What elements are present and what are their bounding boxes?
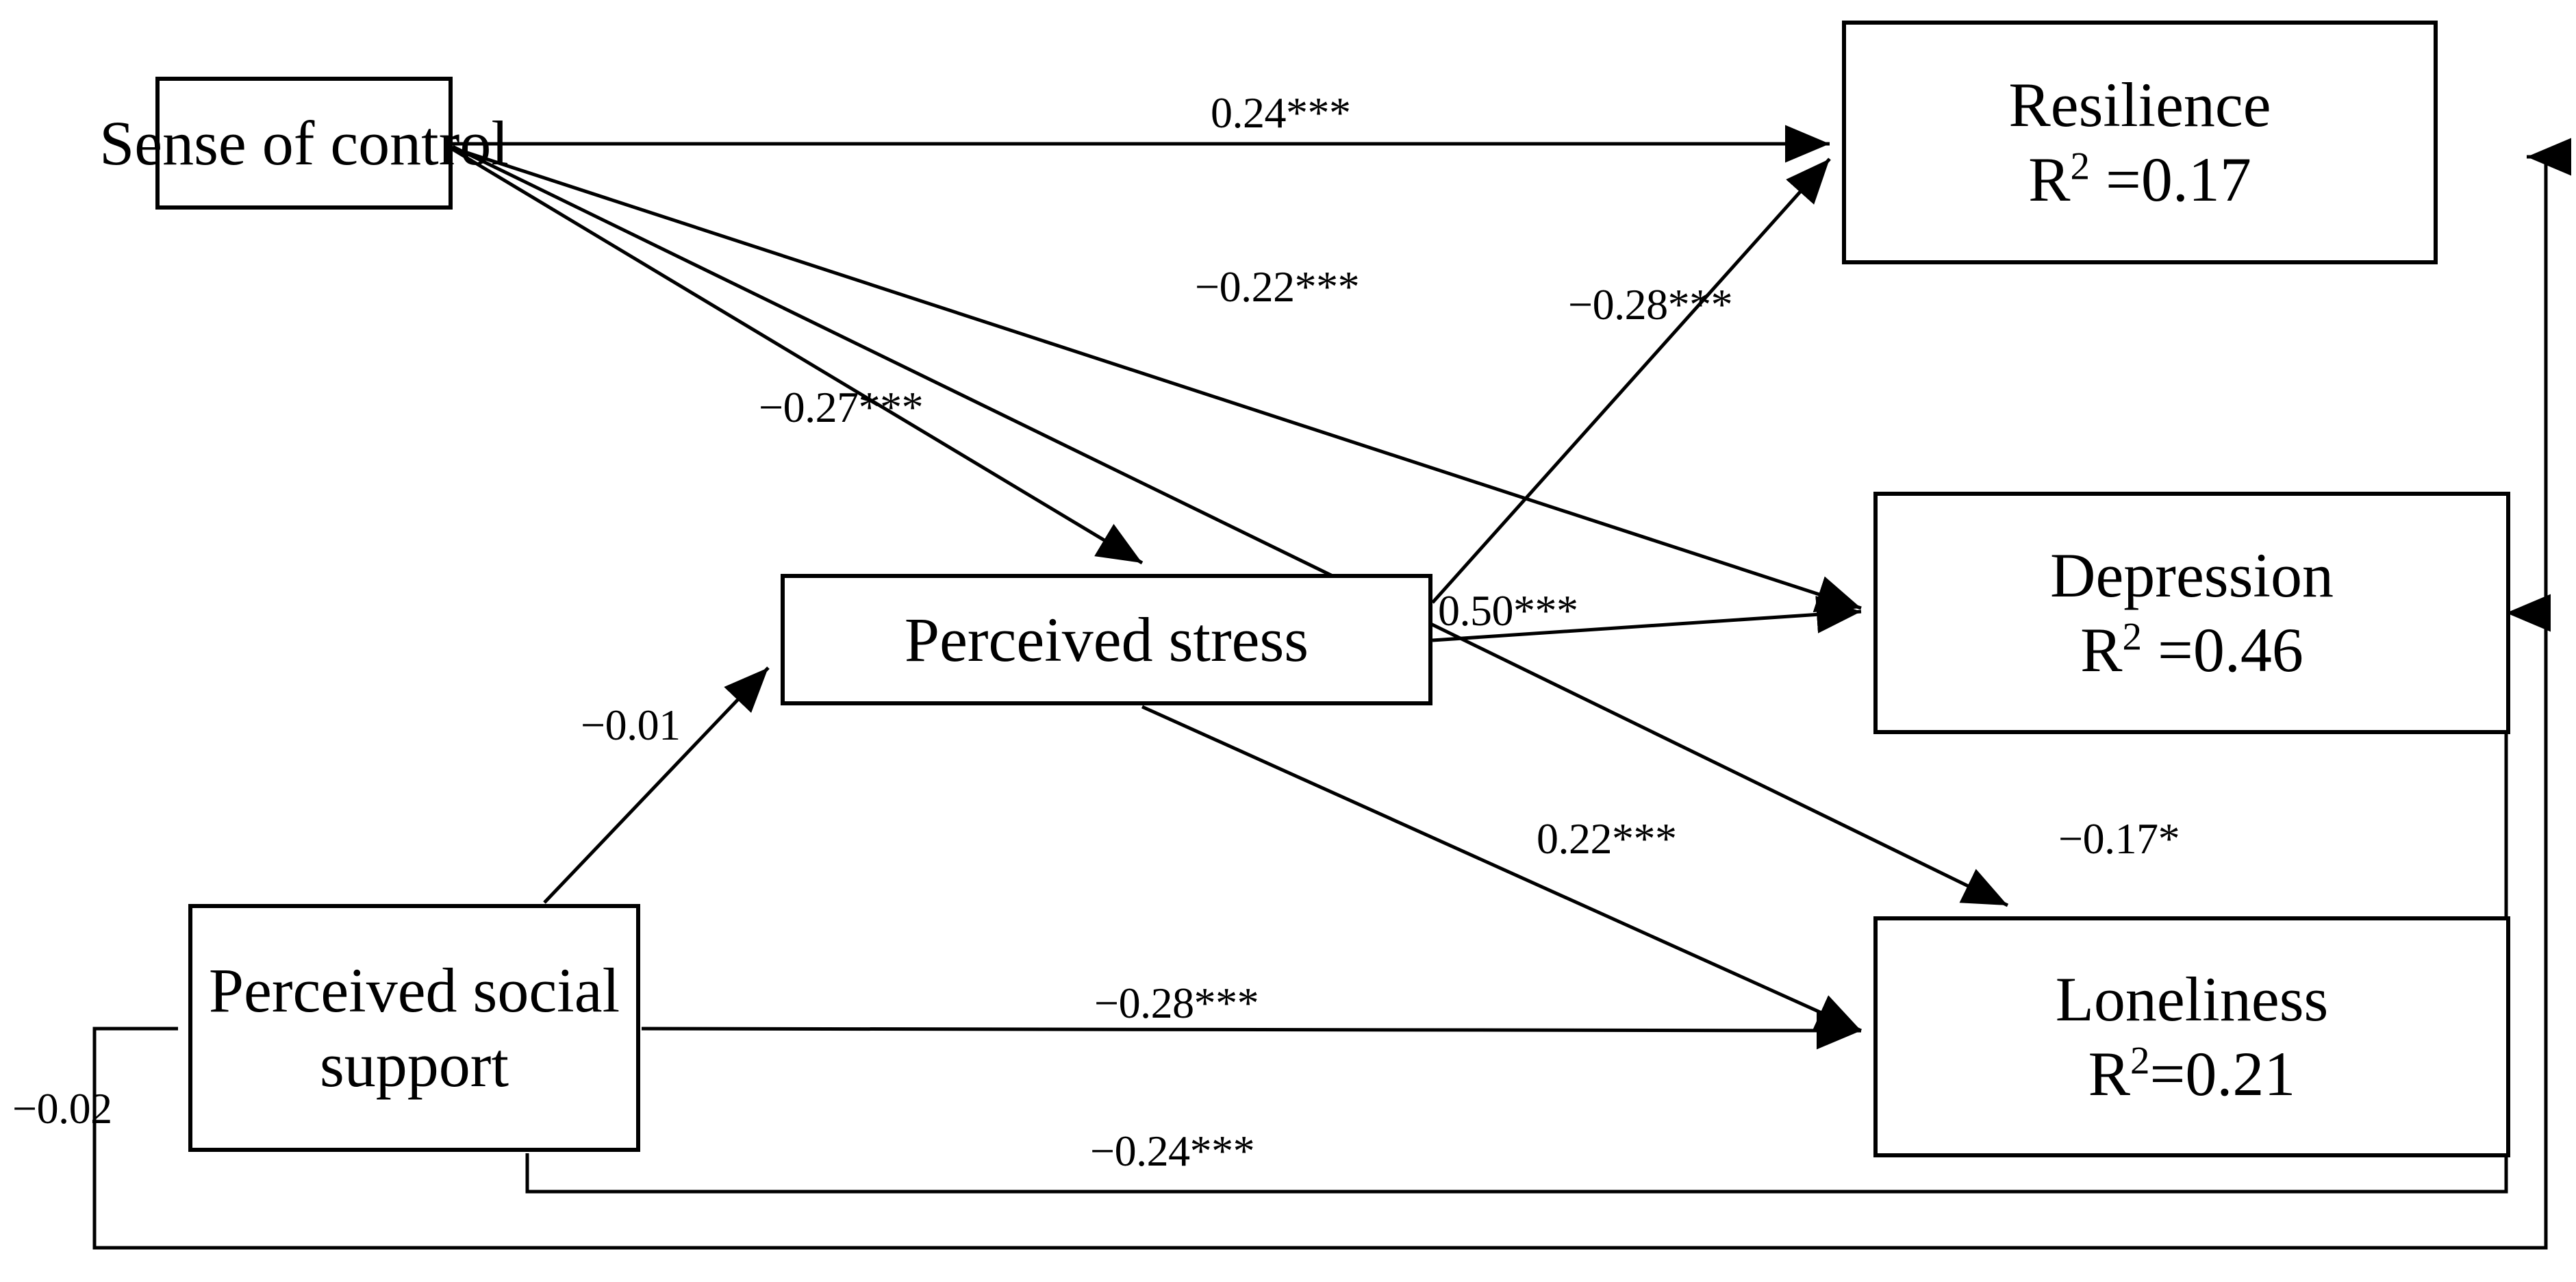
edge-label-stress-depression: 0.50***	[1438, 586, 1578, 635]
edge-label-psoc-resilience: −0.02	[12, 1084, 112, 1133]
edge-label-soc-depression: −0.22***	[1195, 262, 1360, 311]
r-value: =0.17	[2090, 144, 2251, 214]
r-symbol: R	[2080, 615, 2123, 685]
node-label: Perceived stress	[904, 604, 1309, 675]
edge-label-soc-resilience: 0.24***	[1211, 88, 1351, 137]
node-r-squared: R2 =0.46	[2080, 613, 2303, 688]
r-value: =0.46	[2142, 615, 2303, 685]
edge-label-psoc-depression: −0.24***	[1090, 1127, 1255, 1175]
edge-label-psoc-loneliness: −0.28***	[1094, 979, 1259, 1027]
node-label: Sense of control	[99, 108, 509, 178]
node-label: Resilience	[2008, 70, 2271, 140]
node-sense-of-control[interactable]: Sense of control	[99, 77, 509, 210]
r-value: =0.21	[2149, 1039, 2296, 1109]
node-r-squared: R2 =0.17	[2028, 142, 2251, 217]
edge-soc-loneliness	[451, 144, 2009, 907]
edge-soc-stress	[451, 147, 1144, 565]
node-perceived-stress[interactable]: Perceived stress	[781, 574, 1432, 705]
node-depression[interactable]: Depression R2 =0.46	[1873, 492, 2510, 734]
edge-stress-depression	[1432, 595, 1862, 642]
node-loneliness[interactable]: Loneliness R2=0.21	[1873, 916, 2510, 1157]
r-exponent: 2	[2070, 144, 2090, 188]
node-resilience[interactable]: Resilience R2 =0.17	[1842, 21, 2438, 264]
r-symbol: R	[2028, 144, 2071, 214]
r-symbol: R	[2088, 1039, 2130, 1109]
edge-psoc-stress	[543, 666, 770, 904]
edge-stress-loneliness	[1141, 705, 1862, 1033]
node-label-line2: support	[320, 1030, 509, 1100]
node-r-squared: R2=0.21	[2088, 1037, 2296, 1111]
edge-label-stress-resilience: −0.28***	[1568, 280, 1733, 329]
node-label: Depression	[2050, 540, 2334, 611]
edge-soc-depression	[452, 146, 1862, 612]
node-label: Loneliness	[2055, 964, 2329, 1035]
edge-label-soc-stress: −0.27***	[759, 383, 924, 431]
edge-label-soc-loneliness: −0.17*	[2058, 814, 2180, 863]
edge-label-psoc-stress: −0.01	[581, 701, 681, 749]
r-exponent: 2	[2130, 1039, 2150, 1083]
edge-psoc-loneliness	[641, 1011, 1862, 1050]
r-exponent: 2	[2122, 615, 2142, 659]
edge-stress-resilience	[1431, 158, 1831, 604]
node-perceived-social-support[interactable]: Perceived social support	[188, 904, 640, 1152]
edge-label-stress-loneliness: 0.22***	[1537, 814, 1677, 863]
node-label: Perceived social	[208, 955, 620, 1026]
